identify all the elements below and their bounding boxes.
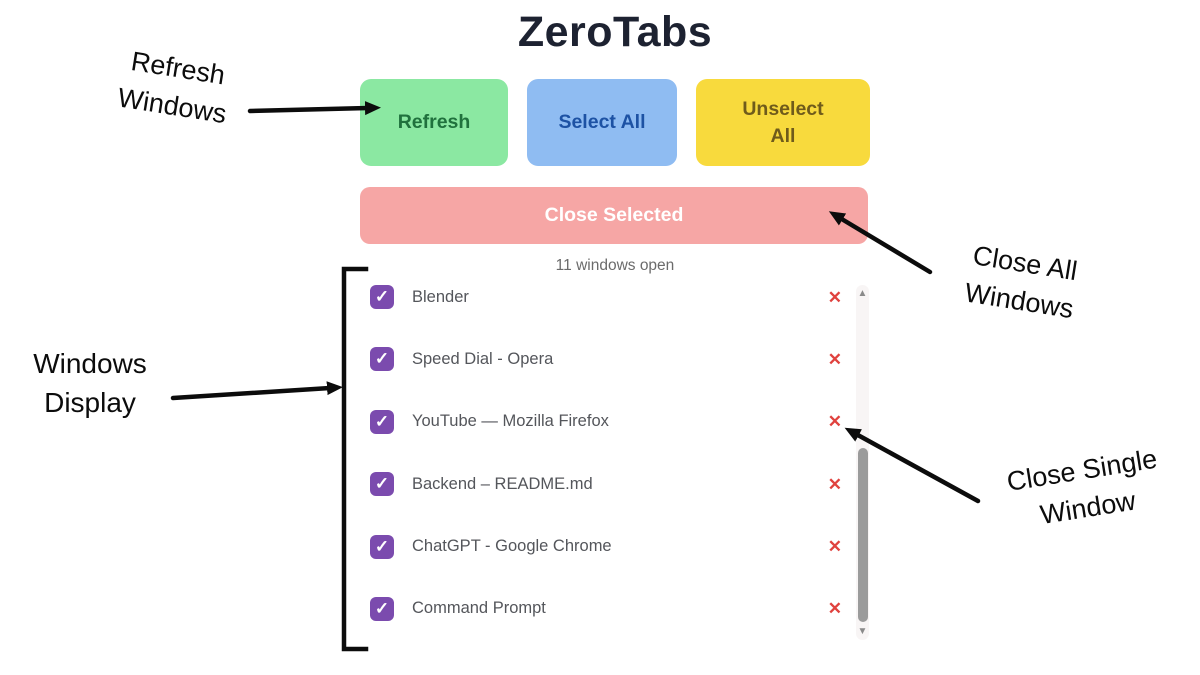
- windows-display-annotation-arrow: [170, 381, 343, 401]
- close-window-button[interactable]: ✕: [827, 537, 842, 557]
- toolbar: Refresh Select All Unselect All: [360, 79, 870, 166]
- close-window-button[interactable]: ✕: [827, 349, 842, 369]
- annotation-line: Windows: [33, 348, 147, 379]
- window-checkbox[interactable]: ✓: [370, 596, 394, 621]
- unselect-all-button[interactable]: Unselect All: [696, 79, 870, 166]
- window-title: Backend – README.md: [412, 474, 593, 493]
- window-row-blender: ✓ Blender ✕: [360, 283, 870, 311]
- checkmark-icon: ✓: [374, 349, 390, 369]
- window-checkbox[interactable]: ✓: [370, 534, 394, 559]
- window-title: YouTube — Mozilla Firefox: [412, 412, 609, 431]
- checkmark-icon: ✓: [374, 411, 390, 431]
- close-window-button[interactable]: ✕: [827, 412, 842, 432]
- annotation-refresh-windows: Refresh Windows: [85, 37, 265, 138]
- close-single-annotation-arrow: [844, 427, 981, 504]
- annotation-line: Display: [44, 387, 136, 419]
- window-checkbox[interactable]: ✓: [370, 285, 394, 309]
- refresh-button[interactable]: Refresh: [360, 79, 508, 166]
- windows-list: ✓ Blender ✕ ✓ Speed Dial - Opera ✕ ✓ You…: [360, 283, 870, 657]
- refresh-button-label: Refresh: [397, 111, 471, 134]
- windows-open-count: 11 windows open: [555, 257, 675, 274]
- window-title: Blender: [412, 287, 469, 306]
- checkmark-icon: ✓: [374, 598, 390, 618]
- scrollbar-thumb[interactable]: [857, 448, 868, 622]
- select-all-button-label: Select All: [558, 111, 646, 134]
- annotation-windows-display: Windows Display: [5, 344, 175, 422]
- scroll-up-icon[interactable]: ▲: [857, 288, 868, 299]
- window-row-cmd: ✓ Command Prompt ✕: [360, 595, 870, 623]
- scroll-down-icon[interactable]: ▼: [857, 626, 868, 637]
- checkmark-icon: ✓: [374, 287, 390, 306]
- checkmark-icon: ✓: [374, 536, 390, 556]
- window-title: ChatGPT - Google Chrome: [412, 537, 612, 556]
- close-window-button[interactable]: ✕: [827, 287, 842, 307]
- window-row-chrome: ✓ ChatGPT - Google Chrome ✕: [360, 533, 870, 561]
- scrollbar[interactable]: ▲ ▼: [856, 285, 869, 640]
- refresh-annotation-arrow: [247, 101, 381, 116]
- close-selected-button-label: Close Selected: [544, 204, 684, 226]
- close-window-button[interactable]: ✕: [827, 599, 842, 619]
- checkmark-icon: ✓: [374, 474, 390, 494]
- window-checkbox[interactable]: ✓: [370, 472, 394, 497]
- window-checkbox[interactable]: ✓: [370, 409, 394, 434]
- annotation-close-all-windows: Close All Windows: [932, 232, 1112, 333]
- window-checkbox[interactable]: ✓: [370, 347, 394, 372]
- select-all-button[interactable]: Select All: [527, 79, 677, 166]
- window-title: Command Prompt: [412, 599, 546, 618]
- close-window-button[interactable]: ✕: [827, 474, 842, 494]
- window-title: Speed Dial - Opera: [412, 349, 554, 368]
- annotation-close-single-window: Close Single Window: [970, 435, 1199, 544]
- page-title: ZeroTabs: [517, 8, 713, 56]
- unselect-all-button-label: Unselect All: [742, 98, 824, 147]
- window-row-opera: ✓ Speed Dial - Opera ✕: [360, 345, 870, 373]
- close-selected-button[interactable]: Close Selected: [360, 187, 868, 244]
- window-row-firefox: ✓ YouTube — Mozilla Firefox ✕: [360, 408, 870, 436]
- window-row-readme: ✓ Backend – README.md ✕: [360, 470, 870, 498]
